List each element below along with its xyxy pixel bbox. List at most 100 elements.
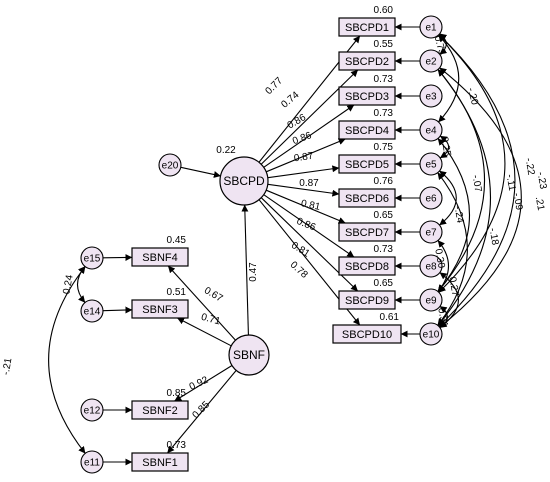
indicator-box-sbcpd3: [338, 86, 396, 106]
indicator-box-sbcpd10: [332, 324, 402, 344]
indicator-box-sbcpd6: [338, 188, 396, 208]
covariance-value-e7-e9: 0.30: [432, 248, 446, 270]
indicator-label-sbnf2: SBNF2: [142, 405, 177, 417]
loading-value-sbcpd2: 0.74: [279, 89, 301, 110]
r-squared-sbnf4: 0.45: [167, 235, 187, 246]
error-label-e15: e15: [84, 254, 101, 265]
indicator-label-sbnf3: SBNF3: [142, 304, 177, 316]
indicator-box-sbnf1: [131, 452, 189, 472]
covariance-value-e1-e9: -.22: [523, 157, 537, 176]
r-squared-sbcpd4: 0.73: [374, 108, 394, 119]
indicator-box-sbcpd8: [338, 256, 396, 276]
error-label-e11: e11: [84, 458, 100, 469]
error-node-e9: [419, 288, 443, 312]
indicator-label-sbcpd3: SBCPD3: [345, 91, 389, 103]
error-node-e1: [419, 15, 443, 39]
indicator-box-sbcpd1: [338, 17, 396, 37]
covariance-e8-e10: [439, 272, 459, 328]
error-label-e12: e12: [84, 406, 101, 417]
loading-arrow-sbcpd7: [265, 189, 346, 224]
loading-value-sbcpd7: 0.81: [300, 198, 322, 213]
error-label-e9: e9: [425, 296, 437, 307]
error-node-e2: [419, 49, 443, 73]
loading-arrow-sbnf1: [167, 370, 237, 454]
error-label-e3: e3: [425, 92, 437, 103]
indicator-box-sbcpd5: [338, 154, 396, 174]
r-squared-sbcpd10: 0.61: [380, 312, 400, 323]
r-squared-sbnf3: 0.51: [167, 287, 187, 298]
loading-arrow-sbcpd5: [267, 165, 340, 179]
latent-node-sbcpd: [219, 156, 269, 206]
error-node-e10: [419, 322, 443, 346]
structural-path-arrow: [241, 204, 249, 336]
error-label-e1: e1: [425, 23, 437, 34]
loading-arrow-sbnf2: [174, 365, 233, 402]
error-node-e12: [80, 398, 104, 422]
error-label-e6: e6: [425, 194, 437, 205]
covariance-value-e4-e5: 0.25: [438, 136, 452, 158]
indicator-label-sbnf4: SBNF4: [142, 252, 177, 264]
loading-arrow-sbcpd9: [260, 197, 359, 292]
error-label-e10: e10: [423, 330, 440, 341]
loading-value-sbcpd5: 0.87: [293, 151, 314, 165]
r-squared-sbnf2: 0.85: [167, 388, 187, 399]
structural-path-value: 0.47: [248, 262, 259, 282]
indicator-label-sbcpd2: SBCPD2: [345, 56, 389, 68]
error-label-e7: e7: [425, 228, 437, 239]
indicator-label-sbcpd7: SBCPD7: [345, 227, 389, 239]
indicator-label-sbcpd8: SBCPD8: [345, 261, 389, 273]
covariance-value-e5-e10: -.18: [487, 227, 501, 246]
loading-arrow-sbcpd4: [265, 138, 346, 173]
error-label-e5: e5: [425, 160, 437, 171]
indicator-label-sbcpd4: SBCPD4: [345, 125, 389, 137]
loading-arrow-sbnf4: [167, 265, 236, 341]
covariance-value-e8-e10: 0.27: [446, 276, 460, 298]
error-node-e20: [158, 153, 182, 177]
r-squared-sbcpd5: 0.75: [374, 142, 394, 153]
r-squared-sbcpd3: 0.73: [374, 74, 394, 85]
r-squared-sbcpd7: 0.65: [374, 210, 394, 221]
loading-value-sbnf3: 0.71: [200, 312, 222, 328]
r-squared-sbnf1: 0.73: [167, 440, 187, 451]
r-squared-sbcpd1: 0.60: [374, 5, 394, 16]
covariance-value-e15-e14: 0.24: [61, 274, 75, 296]
error-node-e14: [80, 299, 104, 323]
covariance-value-e2-e9: -.11: [504, 173, 518, 192]
loading-arrow-sbcpd3: [263, 104, 355, 168]
indicator-box-sbcpd4: [338, 120, 396, 140]
covariance-e4-e9: [437, 138, 471, 292]
loading-arrow-sbnf3: [177, 317, 232, 347]
latent-label-sbnf: SBNF: [233, 348, 265, 362]
covariance-e5-e10: [437, 172, 468, 326]
error-label-e4: e4: [425, 126, 437, 137]
covariance-value-e1-e4: -.20: [465, 87, 480, 107]
latent-node-sbnf: [228, 334, 270, 376]
error-arrow-e20: [180, 166, 221, 178]
indicator-label-sbcpd9: SBCPD9: [345, 295, 389, 307]
loading-value-sbcpd4: 0.86: [291, 130, 313, 147]
covariance-e2-e10: [439, 67, 522, 328]
indicator-box-sbcpd9: [338, 290, 396, 310]
loading-value-sbcpd10: 0.78: [288, 260, 310, 281]
error-node-e15: [80, 246, 104, 270]
covariance-value-e5-e7: -.24: [452, 205, 466, 224]
indicator-label-sbcpd5: SBCPD5: [345, 159, 389, 171]
indicator-box-sbcpd2: [338, 51, 396, 71]
error-node-e5: [419, 152, 443, 176]
error-node-e3: [419, 84, 443, 108]
loading-value-sbcpd6: 0.87: [299, 178, 319, 189]
loading-value-sbnf4: 0.67: [202, 285, 225, 304]
indicator-label-sbnf1: SBNF1: [142, 457, 177, 469]
loading-value-sbcpd3: 0.86: [286, 112, 309, 131]
loading-arrow-sbcpd2: [260, 69, 359, 165]
covariance-value-e4-e9: -.07: [470, 174, 484, 193]
error-node-e4: [419, 118, 443, 142]
error-label-e14: e14: [84, 307, 101, 318]
error-node-e7: [419, 220, 443, 244]
error-label-e2: e2: [425, 57, 437, 68]
indicator-box-sbnf4: [131, 247, 189, 267]
covariance-e1-e10: [438, 34, 516, 327]
covariance-value-e15-e11: -.21: [1, 357, 15, 376]
covariance-value-e1-e10: -.23: [535, 171, 549, 190]
